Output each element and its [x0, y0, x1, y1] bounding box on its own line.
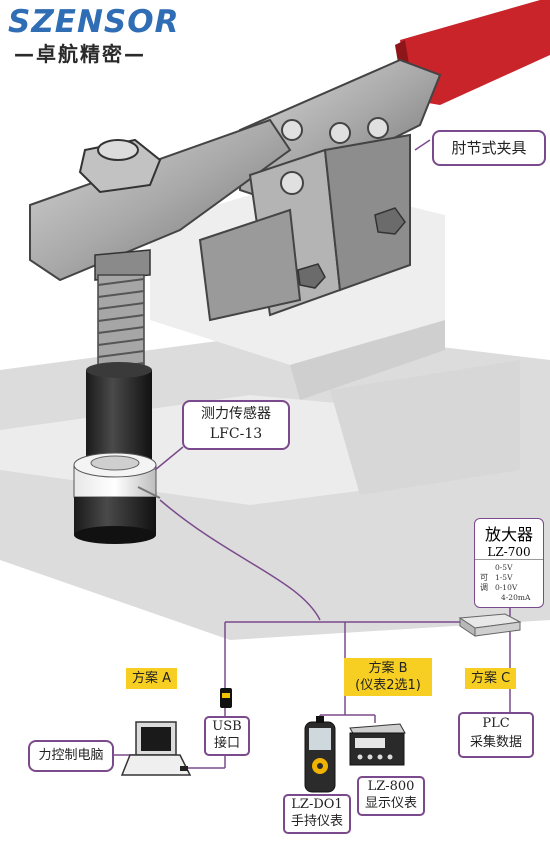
plan-b-tag: 方案 B (仪表2选1): [344, 658, 432, 696]
amplifier-ranges: 0-5V 1-5V 0-10V 4-20mA: [495, 563, 530, 603]
brand-subtitle: —卓航精密—: [14, 42, 146, 66]
sensor-label-model: LFC-13: [209, 426, 263, 442]
amplifier-label: 放大器 LZ-700 可调 0-5V 1-5V 0-10V 4-20mA: [474, 518, 544, 608]
plan-b-subtitle: (仪表2选1): [355, 678, 421, 693]
plc-label-text: 采集数据: [469, 735, 522, 750]
handheld-label-model: LZ-DO1: [291, 797, 343, 812]
amplifier-model: LZ-700: [475, 545, 543, 560]
company-logo: SZENSOR —卓航精密—: [8, 4, 198, 66]
pc-label: 力控制电脑: [28, 740, 114, 772]
plan-c-tag: 方案 C: [465, 668, 517, 689]
plc-label: PLC 采集数据: [458, 712, 534, 758]
sensor-label: 测力传感器 LFC-13: [182, 400, 290, 450]
plan-b-title: 方案 B: [368, 661, 408, 676]
handheld-label-name: 手持仪表: [290, 814, 343, 829]
display-instrument: [349, 723, 406, 766]
usb-label-line2: 接口: [213, 736, 240, 751]
load-cell-sensor: [73, 452, 161, 544]
amplifier-range: 0-10V: [495, 583, 518, 592]
usb-label-line1: USB: [212, 719, 242, 734]
laptop-computer: [120, 721, 192, 776]
sensor-label-name: 测力传感器: [201, 406, 271, 422]
brand-name: SZENSOR: [8, 4, 180, 40]
amplifier-device: [458, 613, 522, 637]
handheld-label: LZ-DO1 手持仪表: [283, 794, 351, 834]
usb-label: USB 接口: [204, 716, 250, 756]
display-label: LZ-800 显示仪表: [357, 776, 425, 816]
amplifier-range: 4-20mA: [501, 593, 531, 602]
display-label-name: 显示仪表: [364, 796, 417, 811]
toggle-clamp: [29, 58, 442, 322]
display-label-model: LZ-800: [367, 779, 415, 794]
threaded-spindle: [86, 274, 152, 460]
handheld-meter: [304, 716, 336, 793]
plan-a-tag: 方案 A: [126, 668, 178, 689]
amplifier-range: 1-5V: [495, 573, 513, 582]
amplifier-adjustable: 可调: [480, 573, 488, 592]
plc-label-title: PLC: [482, 716, 510, 731]
pc-label-text: 力控制电脑: [38, 748, 104, 763]
usb-adapter: [220, 688, 232, 708]
clamp-label-text: 肘节式夹具: [451, 139, 527, 157]
amplifier-title: 放大器: [484, 525, 533, 544]
clamp-label: 肘节式夹具: [432, 130, 546, 166]
amplifier-range: 0-5V: [495, 563, 513, 572]
